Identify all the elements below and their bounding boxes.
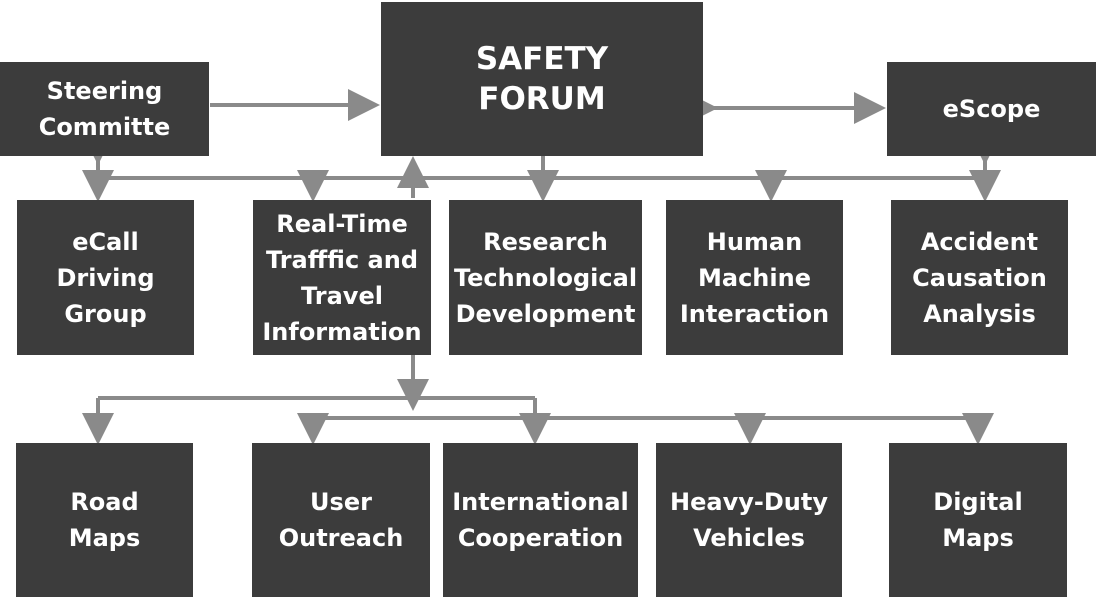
- safety-forum-box: SAFETY FORUM: [381, 2, 703, 156]
- ecall-driving-group-box: eCall Driving Group: [17, 200, 194, 355]
- international-cooperation-box: International Cooperation: [443, 443, 638, 597]
- steering-committe-box: Steering Committe: [0, 62, 209, 156]
- road-maps-box: Road Maps: [16, 443, 193, 597]
- accident-causation-box: Accident Causation Analysis: [891, 200, 1068, 355]
- research-development-box: Research Technological Development: [449, 200, 642, 355]
- user-outreach-box: User Outreach: [252, 443, 430, 597]
- real-time-traffic-box: Real-Time Trafffic and Travel Informatio…: [253, 200, 431, 355]
- heavy-duty-vehicles-box: Heavy-Duty Vehicles: [656, 443, 842, 597]
- human-machine-interaction-box: Human Machine Interaction: [666, 200, 843, 355]
- escope-box: eScope: [887, 62, 1096, 156]
- digital-maps-box: Digital Maps: [889, 443, 1067, 597]
